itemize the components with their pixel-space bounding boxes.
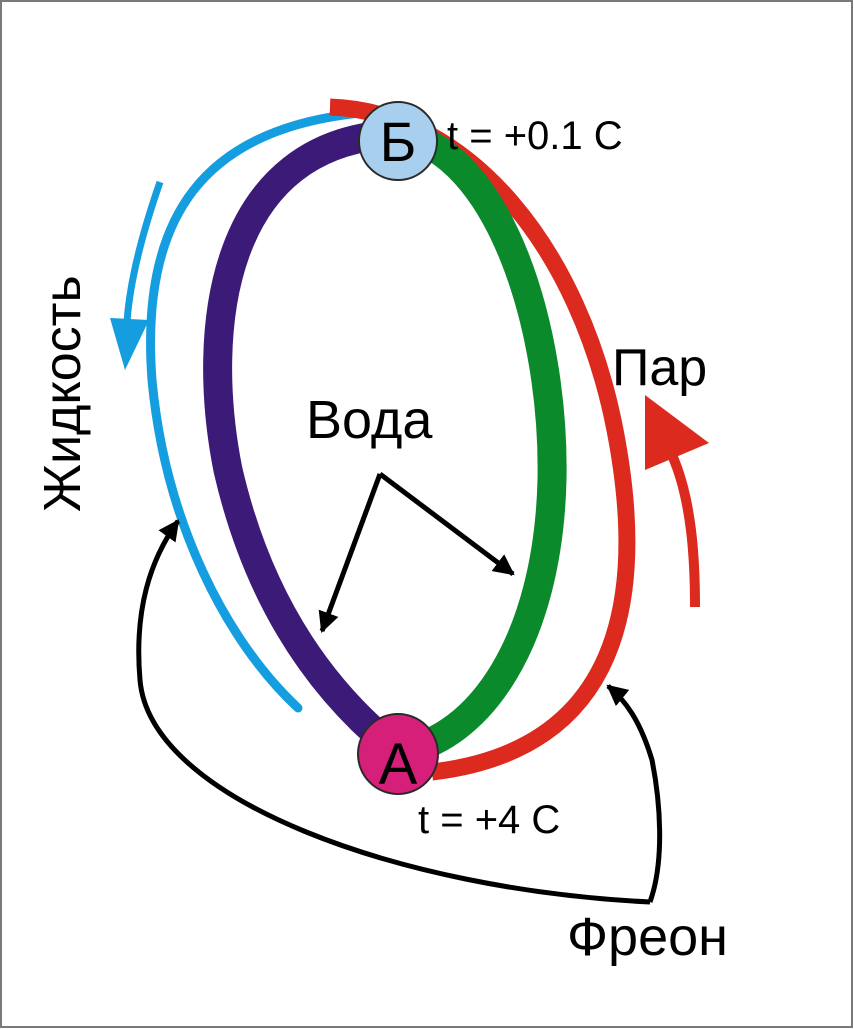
node-b-label: Б [380,110,417,173]
water-label: Вода [306,390,433,450]
water-pointer-arrow-right [378,472,515,576]
liquid-label: Жидкость [34,275,92,512]
vapor-flow-arrow-shaft [667,452,700,608]
freon-label: Фреон [567,907,728,967]
liquid-flow-arrow-shaft [123,180,164,323]
freon-pointer-arrow-vapor [606,684,663,903]
vapor-label: Пар [612,339,707,397]
water-pointer-arrow-left [318,473,383,633]
water-loop-cold-side [203,119,408,764]
liquid-line [146,107,377,713]
temperature-a-label: t = +4 C [418,798,560,842]
node-a-label: А [379,732,418,797]
vapor-flow-arrow-head [645,395,709,470]
node-a: А [357,713,439,797]
freon-pointer-arrow-liquid [136,519,651,905]
water-loop-warm-side [394,119,567,767]
liquid-flow-arrow-head [110,318,149,370]
node-b: Б [358,101,438,181]
temperature-b-label: t = +0.1 C [447,114,623,158]
